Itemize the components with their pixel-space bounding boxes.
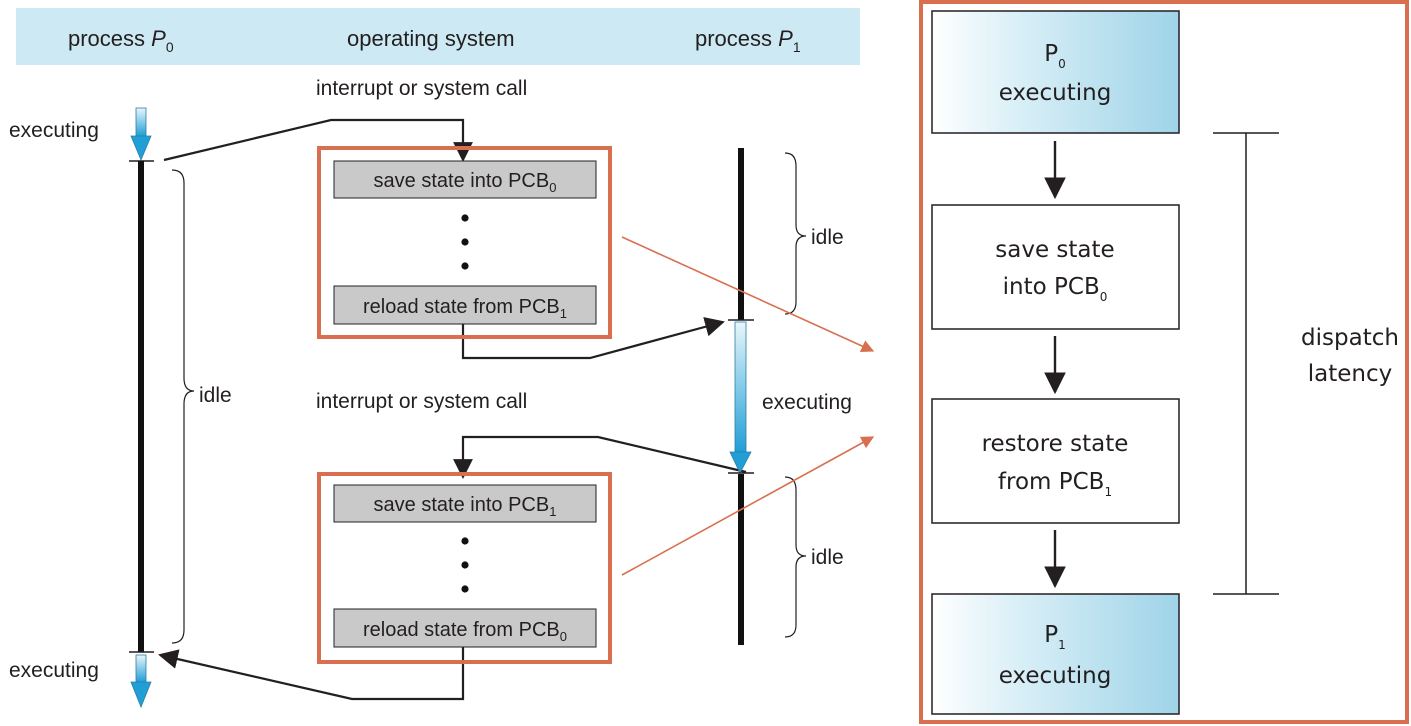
p1-box-status: executing	[999, 663, 1112, 689]
header-band	[16, 8, 860, 65]
ellipsis-dot	[461, 262, 469, 270]
p0-executing-arrow-bottom	[130, 654, 152, 709]
p1-idle-label-top: idle	[811, 226, 844, 249]
header-operating-system: operating system	[347, 26, 515, 51]
p1-executing-arrow	[729, 321, 752, 474]
header-process-p0: process P0	[68, 26, 174, 55]
ellipsis-dot	[461, 585, 469, 593]
p0-idle-label: idle	[199, 384, 232, 407]
ops-block-1-highlight	[317, 146, 612, 339]
zoom-line-top	[621, 236, 875, 353]
restore-state-line2: from PCB1	[998, 469, 1112, 499]
save-state-pcb1-text: save state into PCB1	[374, 494, 557, 519]
zoom-line-bottom	[621, 436, 875, 576]
save-state-line2: into PCB0	[1003, 274, 1108, 304]
reload-state-pcb1-text: reload state from PCB1	[363, 296, 567, 321]
dispatch-latency-bracket	[1213, 132, 1279, 595]
p0-box-status: executing	[999, 80, 1112, 106]
interrupt-label-bottom: interrupt or system call	[316, 390, 527, 413]
ellipsis-dot	[461, 238, 469, 246]
header-process-p1: process P1	[695, 26, 801, 55]
p1-idle-brace-top	[784, 152, 807, 315]
p0-executing-bottom-label: executing	[9, 659, 99, 682]
dispatch-latency-line1: dispatch	[1301, 325, 1399, 351]
reload-path-os-to-p0	[158, 633, 465, 701]
p0-executing-top-label: executing	[9, 119, 99, 142]
reload-state-pcb1-box	[333, 285, 597, 325]
p0-executing-box	[931, 10, 1180, 134]
dispatch-latency-line2: latency	[1308, 361, 1393, 387]
p1-idle-bar-top	[738, 148, 744, 320]
ellipsis-dot	[461, 537, 469, 545]
save-state-pcb0-text: save state into PCB0	[374, 170, 557, 195]
save-state-box	[931, 204, 1180, 330]
ellipsis-dot	[461, 214, 469, 222]
save-state-pcb0-box	[333, 160, 597, 199]
p0-box-title: P0	[1044, 41, 1066, 71]
save-state-pcb1-box	[333, 484, 597, 523]
p1-idle-brace-bottom	[784, 476, 807, 638]
reload-state-pcb0-text: reload state from PCB0	[363, 619, 567, 644]
p1-executing-label: executing	[762, 391, 852, 414]
p1-idle-bar-bottom	[738, 474, 744, 645]
restore-state-box	[931, 398, 1180, 524]
p0-idle-brace	[171, 169, 195, 644]
interrupt-path-p0-to-os	[163, 118, 473, 162]
restore-state-line1: restore state	[982, 431, 1129, 457]
p1-executing-box	[931, 593, 1180, 715]
p0-executing-arrow-top	[130, 107, 152, 162]
p0-idle-bar	[138, 161, 144, 652]
interrupt-path-p1-to-os	[453, 435, 747, 479]
save-state-line1: save state	[995, 237, 1114, 263]
ops-block-2-highlight	[317, 472, 612, 664]
interrupt-label-top: interrupt or system call	[316, 77, 527, 100]
dispatch-panel-highlight	[919, 0, 1409, 724]
reload-state-pcb0-box	[333, 608, 597, 648]
p1-idle-label-bottom: idle	[811, 546, 844, 569]
p1-box-title: P1	[1044, 622, 1066, 652]
ellipsis-dot	[461, 561, 469, 569]
